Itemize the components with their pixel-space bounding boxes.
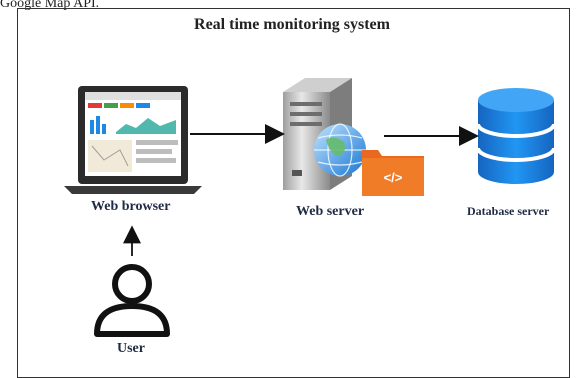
database-label: Database server: [467, 204, 550, 218]
architecture-diagram: </>: [64, 78, 556, 337]
page-caption: Google Map API.: [0, 0, 100, 11]
server-label: Web server: [296, 204, 365, 219]
globe-icon: [314, 123, 366, 177]
code-folder-icon: </>: [362, 150, 424, 196]
laptop-icon: [64, 86, 202, 194]
user-label: User: [117, 341, 145, 356]
diagram-title: Real time monitoring system: [194, 16, 390, 33]
database-icon: [476, 88, 556, 184]
user-icon: [94, 264, 170, 337]
code-badge: </>: [384, 170, 403, 185]
browser-label: Web browser: [91, 199, 171, 214]
